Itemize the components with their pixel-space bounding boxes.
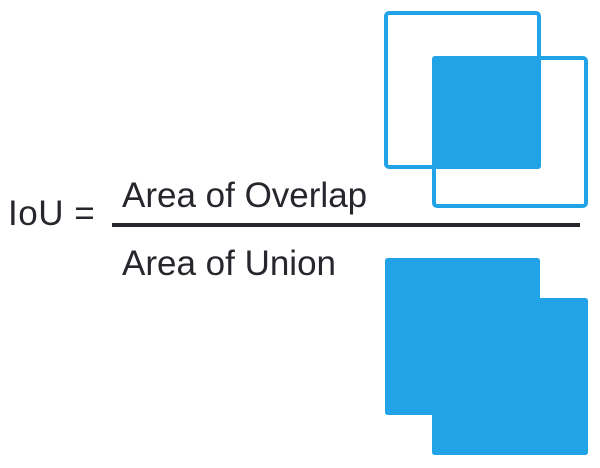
formula-numerator: Area of Overlap [122,176,368,215]
union-filled-shape [385,258,588,455]
fraction-bar [112,223,580,227]
overlap-intersection-fill [432,56,541,169]
formula-denominator: Area of Union [122,244,337,283]
union-diagram-svg [385,258,588,455]
area-of-overlap-diagram [370,0,600,222]
formula-left-hand-side: IoU = [8,194,96,233]
area-of-union-diagram [370,246,600,468]
overlap-diagram-svg [384,11,588,208]
